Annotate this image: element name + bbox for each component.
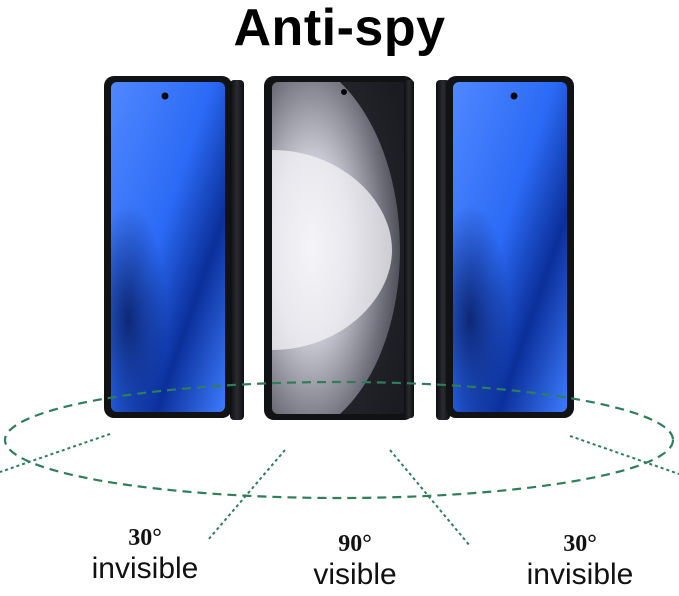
angle-label-middle: 90° visible: [280, 530, 430, 592]
view-line-left-inner: [207, 449, 286, 541]
view-line-left-outer: [0, 433, 111, 473]
phone-middle: [264, 76, 414, 420]
view-line-right-outer: [569, 435, 679, 475]
camera-icon: [341, 89, 347, 95]
angle-label-left: 30° invisible: [70, 524, 220, 586]
angle-degree-middle: 90°: [338, 531, 372, 557]
phone-left: [104, 76, 244, 420]
viewing-angle-arc: [3, 380, 675, 500]
phone-right: [436, 76, 574, 420]
angle-state-left: invisible: [91, 552, 199, 585]
camera-icon: [161, 92, 169, 100]
angle-degree-left: 30°: [128, 525, 162, 551]
angle-state-right: invisible: [526, 558, 634, 591]
angle-state-middle: visible: [313, 558, 397, 591]
angle-label-right: 30° invisible: [505, 530, 655, 592]
camera-icon: [510, 92, 518, 100]
angle-degree-right: 30°: [563, 531, 597, 557]
title: Anti-spy: [233, 0, 446, 57]
view-line-right-inner: [389, 449, 471, 547]
